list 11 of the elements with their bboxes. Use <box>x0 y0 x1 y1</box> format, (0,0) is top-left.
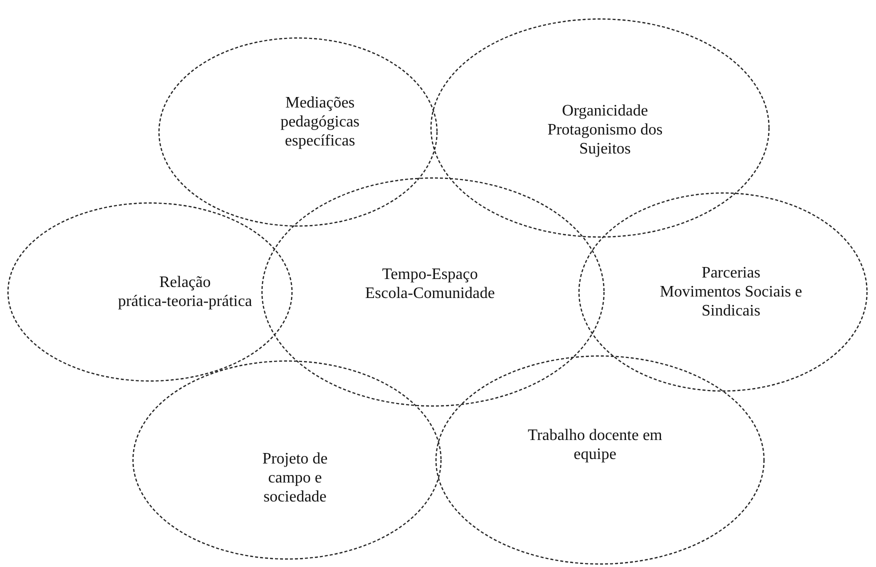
ellipse-label: Tempo-Espaço <box>381 265 479 284</box>
ellipse-label: Parcerias <box>700 264 762 282</box>
ellipse-label: Escola-Comunidade <box>364 284 496 303</box>
ellipse-label: Trabalho docente em equipe <box>526 426 664 464</box>
ellipse-label: Projeto de campo e sociedade <box>261 450 329 506</box>
ellipse-label: Movimentos Sociais e Sindicais <box>658 282 804 320</box>
ellipse-label: Organicidade <box>561 102 649 120</box>
ellipse-label: Relação <box>158 273 212 292</box>
ellipse-label: prática-teoria-prática <box>116 292 254 311</box>
ellipse-label: Protagonismo dos Sujeitos <box>546 120 664 158</box>
ellipse-label: Mediações pedagógicas específicas <box>279 94 361 150</box>
